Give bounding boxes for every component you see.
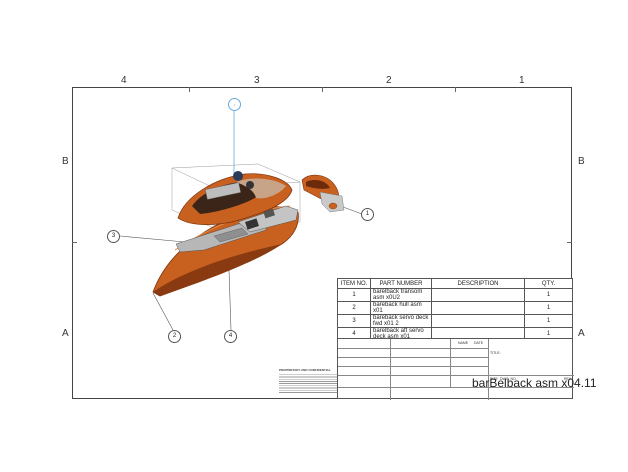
title-block-divider	[338, 357, 488, 358]
rev-label: REV	[564, 377, 572, 381]
bom-item-no: 1	[337, 288, 371, 302]
dwg-no-label: DWG. NO.	[500, 377, 517, 381]
item-balloon-2[interactable]: 2	[168, 330, 181, 343]
bom-qty: 1	[524, 288, 573, 302]
bom-part-number: barelback transom asm x0U2	[370, 288, 432, 302]
zone-label-top-1: 1	[519, 75, 525, 86]
bom-description	[431, 314, 525, 328]
date-column-label: DATE	[474, 341, 484, 345]
title-block-divider	[338, 348, 488, 349]
bom-row[interactable]: 2 bareback hull asm x01 1	[337, 301, 573, 315]
zone-tick	[455, 87, 456, 92]
bom-row[interactable]: 1 barelback transom asm x0U2 1	[337, 288, 573, 302]
transom-plate	[319, 191, 345, 213]
deck-dark-panel	[192, 182, 260, 214]
zone-label-top-4: 4	[121, 75, 127, 86]
title-block-divider	[488, 375, 574, 376]
zone-label-right-b: B	[578, 156, 585, 167]
bom-item-no: 3	[337, 314, 371, 328]
title-block-divider	[338, 375, 488, 376]
transom-dark	[306, 180, 330, 189]
title-block-divider	[338, 387, 574, 388]
bom-header-item: ITEM NO.	[337, 278, 371, 289]
bom-part-number: bareback servo deck fwd x01 2	[370, 314, 432, 328]
bom-qty: 1	[524, 301, 573, 315]
item-balloon-4[interactable]: 4	[224, 330, 237, 343]
proprietary-notes: PROPRIETARY AND CONFIDENTIAL	[279, 368, 337, 393]
zone-tick	[189, 87, 190, 92]
transom-fitting	[328, 202, 338, 210]
item-balloon-3[interactable]: 3	[107, 230, 120, 243]
bom-header-qty: QTY.	[524, 278, 573, 289]
title-block-divider	[390, 339, 391, 400]
bom-header-part: PART NUMBER	[370, 278, 432, 289]
notes-heading: PROPRIETARY AND CONFIDENTIAL	[279, 368, 331, 372]
size-label: SIZE	[490, 377, 498, 381]
zone-tick	[72, 242, 77, 243]
zone-label-top-2: 2	[386, 75, 392, 86]
bill-of-materials-table: ITEM NO. PART NUMBER DESCRIPTION QTY. 1 …	[337, 278, 573, 341]
bom-header-description: DESCRIPTION	[431, 278, 525, 289]
bom-row[interactable]: 3 bareback servo deck fwd x01 2 1	[337, 314, 573, 328]
drawing-title[interactable]: barBelback asm x04.11	[472, 376, 597, 390]
leader-line	[342, 206, 363, 215]
hatch-knob	[233, 171, 243, 181]
bom-part-number: bareback hull asm x01	[370, 301, 432, 315]
hatch-knob	[246, 181, 254, 189]
deck-bounding-box	[171, 163, 301, 229]
zone-label-top-3: 3	[254, 75, 260, 86]
bom-item-no: 2	[337, 301, 371, 315]
title-label: TITLE:	[490, 351, 501, 355]
bom-qty: 1	[524, 314, 573, 328]
hull-shadow	[153, 244, 282, 296]
leader-line	[119, 235, 186, 243]
name-column-label: NAME	[458, 341, 469, 345]
item-balloon-explode[interactable]: •	[228, 98, 241, 111]
bom-header-row: ITEM NO. PART NUMBER DESCRIPTION QTY.	[337, 278, 573, 289]
leader-line	[152, 292, 174, 331]
zone-label-left-b: B	[62, 156, 69, 167]
title-block-divider	[338, 366, 488, 367]
zone-tick	[567, 242, 572, 243]
servo-block	[263, 208, 275, 219]
notes-text-lines	[279, 372, 337, 393]
bom-description	[431, 301, 525, 315]
item-balloon-1[interactable]: 1	[361, 208, 374, 221]
cockpit-gray-insert	[205, 182, 241, 200]
servo-deck-fwd-detail	[213, 227, 249, 243]
servo-block	[245, 218, 259, 230]
title-block-divider	[488, 339, 489, 400]
deck-bounding-box-edge	[171, 167, 215, 189]
bom-row[interactable]: 4 barelback aft servo deck asm x01 1	[337, 327, 573, 341]
title-block: NAME DATE TITLE: SIZE DWG. NO. REV	[337, 338, 574, 400]
zone-label-left-a: A	[62, 328, 69, 339]
bom-description	[431, 288, 525, 302]
zone-tick	[322, 87, 323, 92]
zone-label-right-a: A	[578, 328, 585, 339]
title-block-divider	[450, 339, 451, 387]
